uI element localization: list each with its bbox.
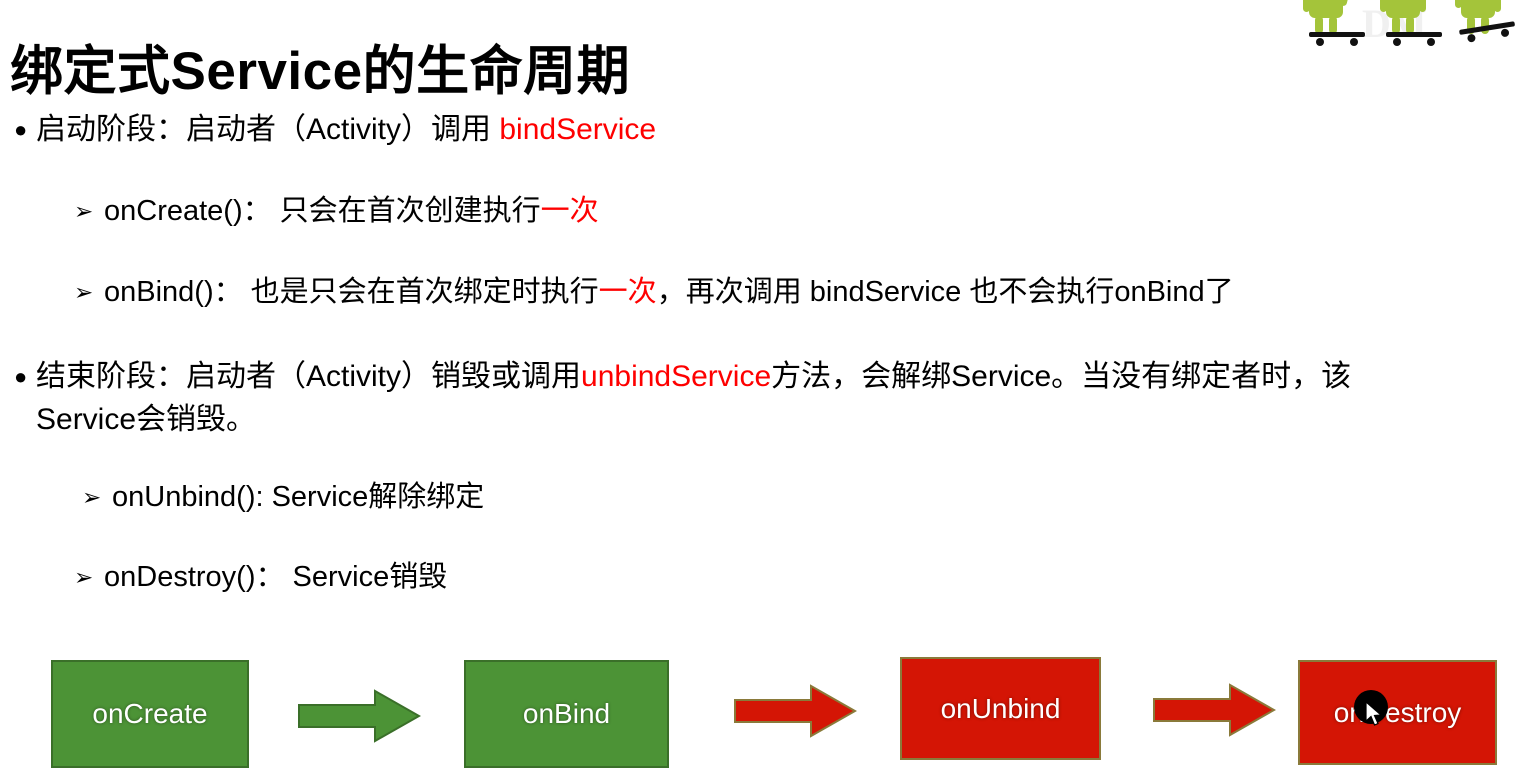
watermark-text: DM (1362, 1, 1427, 46)
bullet-segment-highlight: 一次 (598, 276, 657, 308)
bullet-marker-arrow: ➢ (82, 484, 102, 510)
arrow-onbind-to-onunbind-icon (733, 684, 858, 738)
bullet-segment-text: onCreate()： 只会在首次创建执行 (104, 195, 541, 227)
bullet-segment-text: ，再次调用 bindService 也不会执行onBind了 (656, 276, 1234, 308)
bullet-segment-highlight: unbindService (581, 360, 772, 393)
bullet-segment-text: 启动阶段：启动者（Activity）调用 (36, 113, 500, 146)
bullet-text: 结束阶段：启动者（Activity）销毁或调用unbindService方法，会… (36, 355, 1381, 441)
bullet-marker-arrow: ➢ (74, 198, 94, 224)
arrow-oncreate-to-onbind-icon (297, 689, 422, 743)
bullet-start-phase: ● 启动阶段：启动者（Activity）调用 bindService (0, 108, 1480, 151)
bullet-segment-highlight: bindService (499, 113, 657, 146)
bullet-text: onBind()： 也是只会在首次绑定时执行一次，再次调用 bindServic… (104, 271, 1234, 313)
flow-node-label: onDestroy (1333, 696, 1462, 728)
page-title: 绑定式Service的生命周期 (10, 41, 631, 101)
bullet-text: onUnbind(): Service解除绑定 (112, 481, 485, 513)
bullet-segment-text: 结束阶段：启动者（Activity）销毁或调用 (36, 360, 582, 393)
bullet-segment-highlight: 一次 (540, 195, 599, 227)
arrow-onunbind-to-ondestroy-icon (1152, 683, 1277, 737)
flow-node-oncreate[interactable]: onCreate (51, 660, 249, 768)
bullet-marker-disc: ● (14, 117, 28, 142)
bullet-onunbind: ➢ onUnbind(): Service解除绑定 (64, 476, 1264, 518)
bullet-ondestroy: ➢ onDestroy()： Service销毁 (56, 556, 1256, 598)
bullet-marker-arrow: ➢ (74, 279, 94, 305)
flow-node-ondestroy[interactable]: onDestroy (1298, 660, 1497, 765)
flow-node-label: onUnbind (940, 692, 1061, 724)
bullet-text: onCreate()： 只会在首次创建执行一次 (104, 190, 599, 232)
bullet-end-phase: ● 结束阶段：启动者（Activity）销毁或调用unbindService方法… (0, 355, 1400, 441)
flow-node-label: onBind (522, 698, 611, 729)
bullet-text: onDestroy()： Service销毁 (104, 561, 448, 593)
bullet-oncreate: ➢ onCreate()： 只会在首次创建执行一次 (56, 190, 1476, 232)
bullet-marker-disc: ● (14, 364, 28, 389)
flow-node-label: onCreate (92, 698, 208, 729)
bullet-segment-text: 方法，会解绑Service。当没有绑定者时，该Service会销毁。 (36, 360, 1352, 436)
flow-node-onbind[interactable]: onBind (464, 660, 669, 768)
bullet-segment-text: onBind()： 也是只会在首次绑定时执行 (104, 276, 599, 308)
flow-node-onunbind[interactable]: onUnbind (900, 657, 1101, 760)
bullet-onbind: ➢ onBind()： 也是只会在首次绑定时执行一次，再次调用 bindServ… (56, 271, 1496, 313)
bullet-text: 启动阶段：启动者（Activity）调用 bindService (36, 108, 656, 151)
bullet-marker-arrow: ➢ (74, 564, 94, 590)
